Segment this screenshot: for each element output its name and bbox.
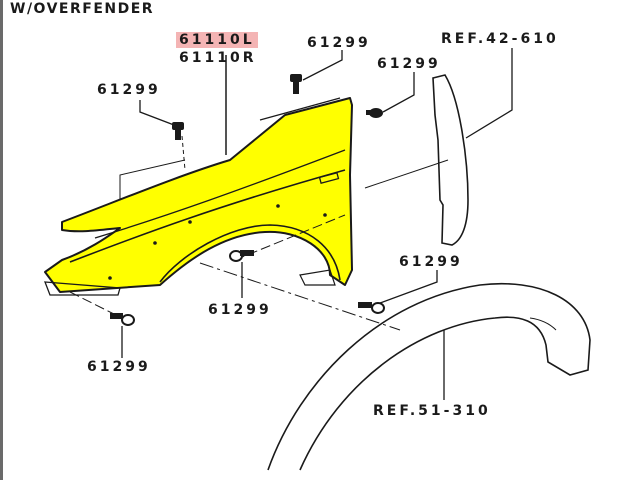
- splash-shield-part[interactable]: [432, 74, 469, 246]
- part-number-bolt-top-center[interactable]: 61299: [307, 35, 371, 51]
- bolt-icon[interactable]: [366, 108, 383, 118]
- part-number-bolt-top-right[interactable]: 61299: [377, 56, 441, 72]
- part-number-61110r[interactable]: 61110R: [179, 50, 257, 66]
- diagram-title: W/OVERFENDER: [10, 1, 155, 17]
- ref-splash-shield-label[interactable]: REF.42-610: [441, 31, 559, 47]
- ref-overfender-label[interactable]: REF.51-310: [373, 403, 491, 419]
- part-number-bolt-top-left[interactable]: 61299: [97, 82, 161, 98]
- bolt-icon[interactable]: [172, 122, 184, 140]
- part-number-bolt-lower-left[interactable]: 61299: [87, 359, 151, 375]
- part-number-bolt-lower-right[interactable]: 61299: [399, 254, 463, 270]
- bolt-icon[interactable]: [290, 74, 302, 94]
- bolt-icon[interactable]: [110, 313, 135, 326]
- highlighted-part-label[interactable]: 61110L: [176, 32, 258, 48]
- part-number-bolt-lower-middle[interactable]: 61299: [208, 302, 272, 318]
- bolt-icon[interactable]: [229, 250, 254, 262]
- bolt-icon[interactable]: [358, 302, 385, 314]
- frame-border: [0, 0, 3, 480]
- overfender-part[interactable]: [267, 282, 591, 471]
- part-number-61110l[interactable]: 61110L: [176, 32, 258, 48]
- front-fender-part[interactable]: [44, 97, 353, 296]
